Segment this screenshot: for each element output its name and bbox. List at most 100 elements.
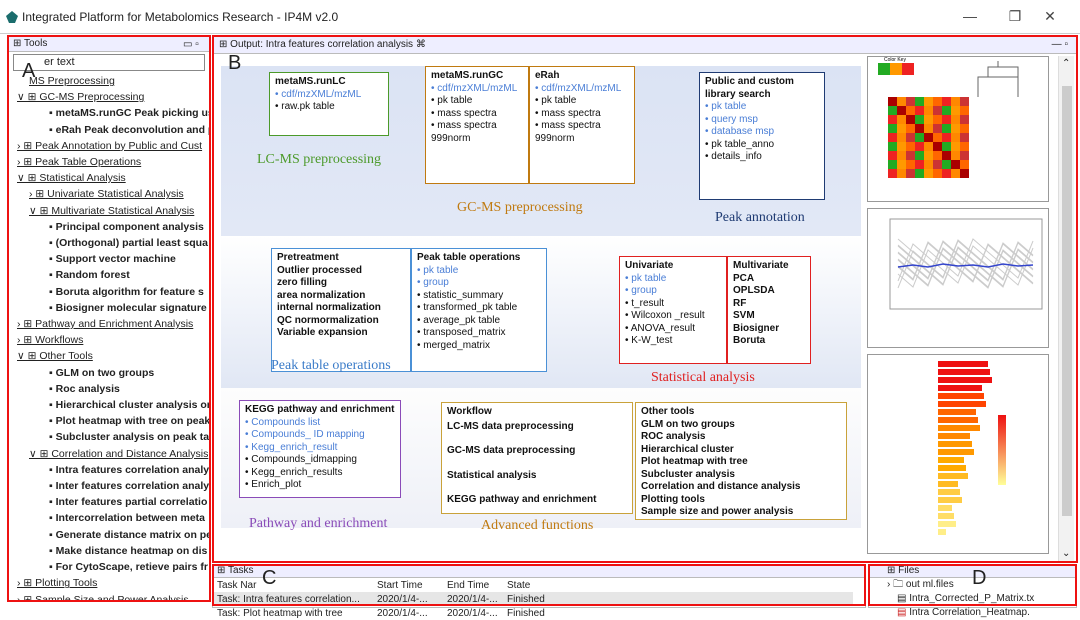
task-end: 2020/1/4-... (447, 607, 498, 619)
tool-tree-item[interactable]: ▪ Hierarchical cluster analysis on p (49, 399, 209, 412)
output-scrollbar[interactable]: ⌃ ⌄ (1058, 56, 1074, 561)
tool-tree-item[interactable]: › ⊞ Plotting Tools (17, 577, 98, 590)
erah-item: • mass spectra (535, 120, 601, 131)
tool-tree-item[interactable]: ▪ Support vector machine (49, 253, 176, 266)
tool-tree-item[interactable]: › ⊞ Sample Size and Power Analysis (17, 593, 189, 601)
tool-tree-item[interactable]: ▪ (Orthogonal) partial least squa (49, 237, 208, 250)
files-tab[interactable]: ⊞ Files (869, 565, 1076, 578)
heatmap-cell (897, 97, 906, 106)
tool-tree-item[interactable]: › ⊞ Univariate Statistical Analysis (29, 188, 184, 201)
tool-tree-item[interactable]: › ⊞ Pathway and Enrichment Analysis (17, 318, 194, 331)
pdf-icon: ▤ (897, 607, 910, 618)
output-panel-controls[interactable]: — ▫ (1051, 39, 1068, 50)
correlation-heatmap-thumbnail[interactable]: Color Key (867, 56, 1049, 202)
tool-tree-item[interactable]: ▪ Intra features correlation analy (49, 463, 209, 476)
output-panel: ⊞ Output: Intra features correlation ana… (212, 35, 1077, 563)
scroll-down-icon[interactable]: ⌄ (1062, 548, 1071, 559)
tool-tree-item[interactable]: ▪ metaMS.runGC Peak picking usin (49, 107, 209, 120)
tool-tree-item[interactable]: ▪ Intercorrelation between meta (49, 512, 206, 525)
line-plot-thumbnail[interactable] (867, 208, 1049, 348)
enrichment-bar-thumbnail[interactable] (867, 354, 1049, 554)
tool-tree-item[interactable]: › ⊞ Peak Annotation by Public and Cust (17, 139, 203, 152)
advanced-functions-label: Advanced functions (481, 518, 594, 533)
output-tab[interactable]: ⊞ Output: Intra features correlation ana… (213, 36, 1076, 54)
tool-tree-item[interactable]: ∨ ⊞ GC-MS Preprocessing (17, 91, 145, 104)
heatmap-cell (897, 124, 906, 133)
title-bar: Integrated Platform for Metabolomics Res… (0, 0, 1080, 34)
heatmap-cell (933, 97, 942, 106)
tool-tree-item[interactable]: ▪ Plot heatmap with tree on peak t (49, 415, 209, 428)
heatmap-cell (924, 133, 933, 142)
heatmap-cell (951, 115, 960, 124)
heatmap-cell (960, 97, 969, 106)
tools-title: Tools (23, 38, 48, 49)
task-start: 2020/1/4-... (377, 607, 428, 619)
close-button[interactable]: ✕ (1044, 8, 1056, 24)
lcms-item: • cdf/mzXML/mzML (275, 88, 362, 100)
column-header[interactable]: Start Time (377, 579, 423, 591)
other-item: Correlation and distance analysis (641, 481, 801, 492)
tasks-tab[interactable]: ⊞ Tasks (213, 565, 865, 578)
minimize-button[interactable]: — (963, 8, 977, 24)
tool-tree-item[interactable]: ▪ GLM on two groups (49, 366, 155, 379)
tool-tree-item[interactable]: ▪ Inter features correlation analy (49, 480, 209, 493)
other-item: Plotting tools (641, 493, 705, 505)
heatmap-cell (960, 106, 969, 115)
window-title: Integrated Platform for Metabolomics Res… (22, 10, 339, 24)
column-header[interactable]: Task Nar (217, 579, 257, 591)
tool-tree-item[interactable]: ▪ Generate distance matrix on pe (49, 528, 209, 541)
table-row[interactable]: Task: Intra features correlation... 2020… (213, 592, 853, 606)
file-item[interactable]: ▤ Intra_Corrected_P_Matrix.tx (887, 592, 1076, 606)
kegg-item: • Kegg_enrich_results (245, 466, 343, 478)
tool-tree-item[interactable]: MS Preprocessing (29, 75, 115, 87)
maximize-button[interactable]: ❐ (1008, 8, 1022, 24)
filter-input[interactable]: er text (13, 54, 205, 71)
tool-tree-item[interactable]: ▪ Roc analysis (49, 382, 120, 395)
task-end: 2020/1/4-... (447, 593, 498, 605)
tool-tree-item[interactable]: ▪ Boruta algorithm for feature s (49, 285, 204, 298)
tool-tree-item[interactable]: ▪ eRah Peak deconvolution and pea (49, 123, 209, 136)
heatmap-cell (897, 115, 906, 124)
tool-tree-item[interactable]: ▪ Principal component analysis (49, 220, 204, 233)
table-row[interactable]: Task: Plot heatmap with tree 2020/1/4-..… (213, 606, 853, 620)
other-item: Subcluster analysis (641, 468, 735, 480)
tool-tree-item[interactable]: ▪ For CytoScape, retieve pairs fr (49, 561, 208, 574)
heatmap-cell (888, 97, 897, 106)
heatmap-cell (942, 97, 951, 106)
minimize-panel-icon[interactable]: ▭ ▫ (183, 39, 199, 50)
enrichment-bar (938, 497, 962, 503)
heatmap-cell (933, 160, 942, 169)
tool-tree-item[interactable]: ∨ ⊞ Multivariate Statistical Analysis (29, 204, 195, 217)
scroll-up-icon[interactable]: ⌃ (1062, 58, 1071, 69)
tool-tree-item[interactable]: ▪ Subcluster analysis on peak table (49, 431, 209, 444)
tool-tree-item[interactable]: ▪ Biosigner molecular signature (49, 301, 207, 314)
tool-tree-item[interactable]: › ⊞ Workflows (17, 334, 84, 347)
univariate-box: Univariate • pk table • group • t_result… (619, 256, 727, 364)
heatmap-cell (933, 133, 942, 142)
tool-tree-item[interactable]: ▪ Random forest (49, 269, 130, 282)
column-header[interactable]: End Time (447, 579, 490, 591)
file-tree-folder[interactable]: › 🗀 out ml.files (887, 578, 1076, 592)
tool-tree-item[interactable]: ∨ ⊞ Statistical Analysis (17, 172, 126, 185)
lcms-item: • raw.pk table (275, 101, 335, 112)
pto-item: • average_pk table (417, 314, 501, 326)
column-header[interactable]: State (507, 579, 531, 591)
lcms-title: metaMS.runLC (275, 76, 346, 87)
tasks-icon: ⊞ (217, 565, 228, 576)
region-d-outline (868, 564, 1077, 606)
tool-tree-item[interactable]: ▪ Make distance heatmap on dis (49, 544, 208, 557)
gcms-title: metaMS.runGC (431, 70, 504, 81)
heatmap-cell (888, 115, 897, 124)
tool-tree-item[interactable]: ▪ Inter features partial correlatio (49, 496, 208, 509)
tool-tree-item[interactable]: › ⊞ Peak Table Operations (17, 156, 142, 169)
tool-tree-item[interactable]: ∨ ⊞ Correlation and Distance Analysis (29, 447, 209, 460)
annot-item: • details_info (705, 151, 762, 162)
scrollbar-thumb[interactable] (1062, 86, 1072, 516)
tool-tree-item[interactable]: ∨ ⊞ Other Tools (17, 350, 93, 363)
uni-item: • K-W_test (625, 335, 673, 346)
file-item[interactable]: ▤ Intra Correlation_Heatmap. (887, 606, 1076, 620)
statistical-analysis-label: Statistical analysis (651, 370, 755, 385)
erah-item: • mass spectra (535, 107, 601, 119)
heatmap-cell (897, 133, 906, 142)
heatmap-cell (960, 115, 969, 124)
